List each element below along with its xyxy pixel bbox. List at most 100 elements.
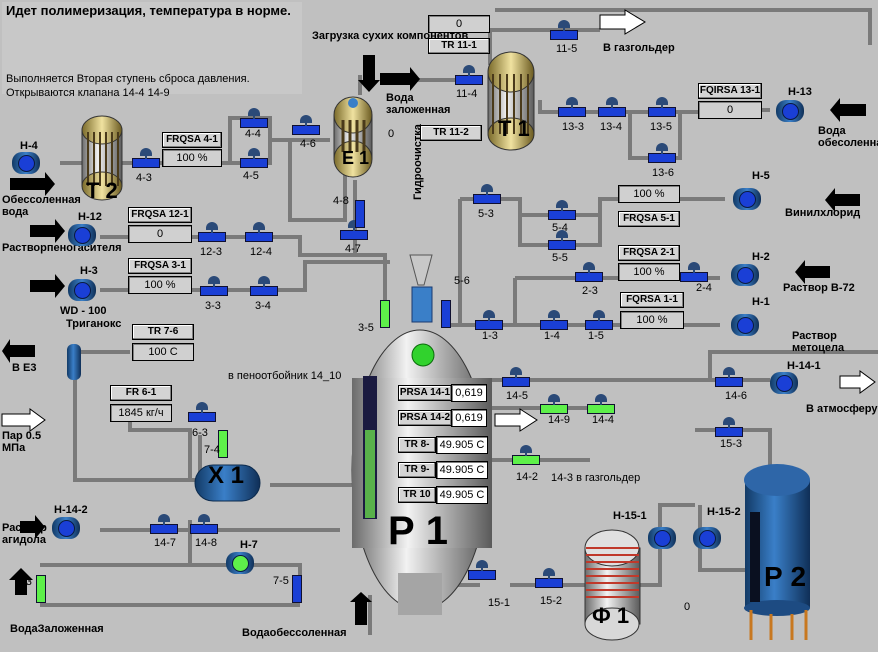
pump-н-5[interactable] xyxy=(725,186,769,212)
valve-13-6[interactable] xyxy=(648,143,676,163)
value-fr6-1[interactable]: 1845 кг/ч xyxy=(110,404,172,422)
tank-e1-label[interactable]: Е 1 xyxy=(342,148,370,168)
valve-label: 15-1 xyxy=(488,597,511,609)
value-fqrsa1-1[interactable]: 100 % xyxy=(620,311,684,329)
valve-6-3[interactable] xyxy=(188,402,216,422)
valve-stem xyxy=(305,120,307,126)
pump-н-12[interactable] xyxy=(60,222,104,248)
pump-н-13[interactable] xyxy=(768,98,812,124)
value-frqsa5-1[interactable]: 100 % xyxy=(618,185,680,203)
valve-stem xyxy=(253,113,255,119)
pump-н-2[interactable] xyxy=(723,262,767,288)
value-fqirsa13-1[interactable]: 0 xyxy=(698,101,762,119)
value-frqsa4-1[interactable]: 100 % xyxy=(162,149,222,167)
pump-н-4[interactable] xyxy=(4,150,48,176)
pump-н-3[interactable] xyxy=(60,277,104,303)
value-f1-level[interactable]: 0 xyxy=(660,598,714,616)
valve-7-3[interactable] xyxy=(36,575,46,603)
valve-4-8[interactable] xyxy=(355,200,365,228)
valve-label: 4-8 xyxy=(333,195,349,207)
label-foam: Растворпеногасителя xyxy=(2,242,122,254)
valve-7-4[interactable] xyxy=(218,430,228,458)
pump-н-1[interactable] xyxy=(723,312,767,338)
tag-tr8: TR 8- xyxy=(398,437,436,453)
valve-14-4[interactable] xyxy=(587,394,615,414)
valve-11-4[interactable] xyxy=(455,65,483,85)
valve-label: 6-3 xyxy=(192,427,208,439)
valve-13-5[interactable] xyxy=(648,97,676,117)
pump-н-15-1[interactable] xyxy=(640,525,684,551)
pump-н-15-2[interactable] xyxy=(685,525,729,551)
valve-1-4[interactable] xyxy=(540,310,568,330)
pump-rotor-icon xyxy=(654,530,671,547)
pump-н-7[interactable] xyxy=(218,550,262,576)
valve-1-3[interactable] xyxy=(475,310,503,330)
value-prsa14-2[interactable]: 0,619 xyxy=(451,409,487,427)
valve-4-7[interactable] xyxy=(340,220,368,240)
value-frqsa3-1[interactable]: 100 % xyxy=(128,276,192,294)
value-tr10[interactable]: 49.905 С xyxy=(436,486,488,504)
tag-frqsa2-1: FRQSA 2-1 xyxy=(618,245,680,261)
valve-4-6[interactable] xyxy=(292,115,320,135)
tag-tr10: TR 10 xyxy=(398,487,436,503)
value-frqsa2-1[interactable]: 100 % xyxy=(618,263,680,281)
valve-14-6[interactable] xyxy=(715,367,743,387)
valve-15-2[interactable] xyxy=(535,568,563,588)
value-tr7-6[interactable]: 100 С xyxy=(132,343,194,361)
valve-14-7[interactable] xyxy=(150,514,178,534)
valve-5-3[interactable] xyxy=(473,184,501,204)
valve-4-5[interactable] xyxy=(240,148,268,168)
valve-4-3[interactable] xyxy=(132,148,160,168)
value-tr11-2[interactable]: 0 xyxy=(388,128,395,140)
valve-15-1[interactable] xyxy=(468,560,496,580)
valve-14-5[interactable] xyxy=(502,367,530,387)
reactor-p1-label[interactable]: Р 1 xyxy=(388,509,449,553)
valve-12-4[interactable] xyxy=(245,222,273,242)
valve-5-4[interactable] xyxy=(548,200,576,220)
valve-label: 13-5 xyxy=(650,121,673,133)
valve-13-4[interactable] xyxy=(598,97,626,117)
pump-н-14-2[interactable] xyxy=(44,515,88,541)
value-tr11-1[interactable]: 0 xyxy=(428,15,490,33)
tank-p2-label[interactable]: Р 2 xyxy=(764,561,807,592)
valve-12-3[interactable] xyxy=(198,222,226,242)
valve-3-3[interactable] xyxy=(200,276,228,296)
valve-14-9[interactable] xyxy=(540,394,568,414)
valve-11-5[interactable] xyxy=(550,20,578,40)
value-frqsa12-1[interactable]: 0 xyxy=(128,225,192,243)
valve-1-5[interactable] xyxy=(585,310,613,330)
value-tr8[interactable]: 49.905 С xyxy=(436,436,488,454)
valve-stem xyxy=(693,267,695,273)
valve-7-5[interactable] xyxy=(292,575,302,603)
pump-rotor-icon xyxy=(782,103,799,120)
value-prsa14-1[interactable]: 0,619 xyxy=(451,384,487,402)
filter-f1-label[interactable]: Ф 1 xyxy=(592,603,630,628)
pump-н-14-1[interactable] xyxy=(762,370,806,396)
valve-label: 14-8 xyxy=(195,537,218,549)
valve-3-5[interactable] xyxy=(380,300,390,328)
valve-14-8[interactable] xyxy=(190,514,218,534)
valve-2-3[interactable] xyxy=(575,262,603,282)
tank-t2-label[interactable]: Т 2 xyxy=(86,178,118,203)
valve-2-4[interactable] xyxy=(680,262,708,282)
valve-label: 3-4 xyxy=(255,300,271,312)
valve-stem xyxy=(201,407,203,413)
valve-label: 5-6 xyxy=(454,275,470,287)
valve-5-6[interactable] xyxy=(441,300,451,328)
status-panel: Идет полимеризация, температура в норме.… xyxy=(2,2,302,99)
value-tr9[interactable]: 49.905 С xyxy=(436,461,488,479)
valve-14-2[interactable] xyxy=(512,445,540,465)
valve-3-4[interactable] xyxy=(250,276,278,296)
status-main: Идет полимеризация, температура в норме. xyxy=(6,3,291,18)
valve-4-4[interactable] xyxy=(240,108,268,128)
heat-exchanger-x1[interactable]: Х 1 xyxy=(208,462,245,489)
valve-label: 1-5 xyxy=(588,330,604,342)
pump-label: Н-7 xyxy=(240,539,258,551)
valve-13-3[interactable] xyxy=(558,97,586,117)
valve-stem xyxy=(661,102,663,108)
tag-fqrsa1-1: FQRSA 1-1 xyxy=(620,292,684,308)
valve-stem xyxy=(163,519,165,525)
tank-t1-label[interactable]: Т 1 xyxy=(498,116,530,141)
valve-5-5[interactable] xyxy=(548,230,576,250)
valve-15-3[interactable] xyxy=(715,417,743,437)
